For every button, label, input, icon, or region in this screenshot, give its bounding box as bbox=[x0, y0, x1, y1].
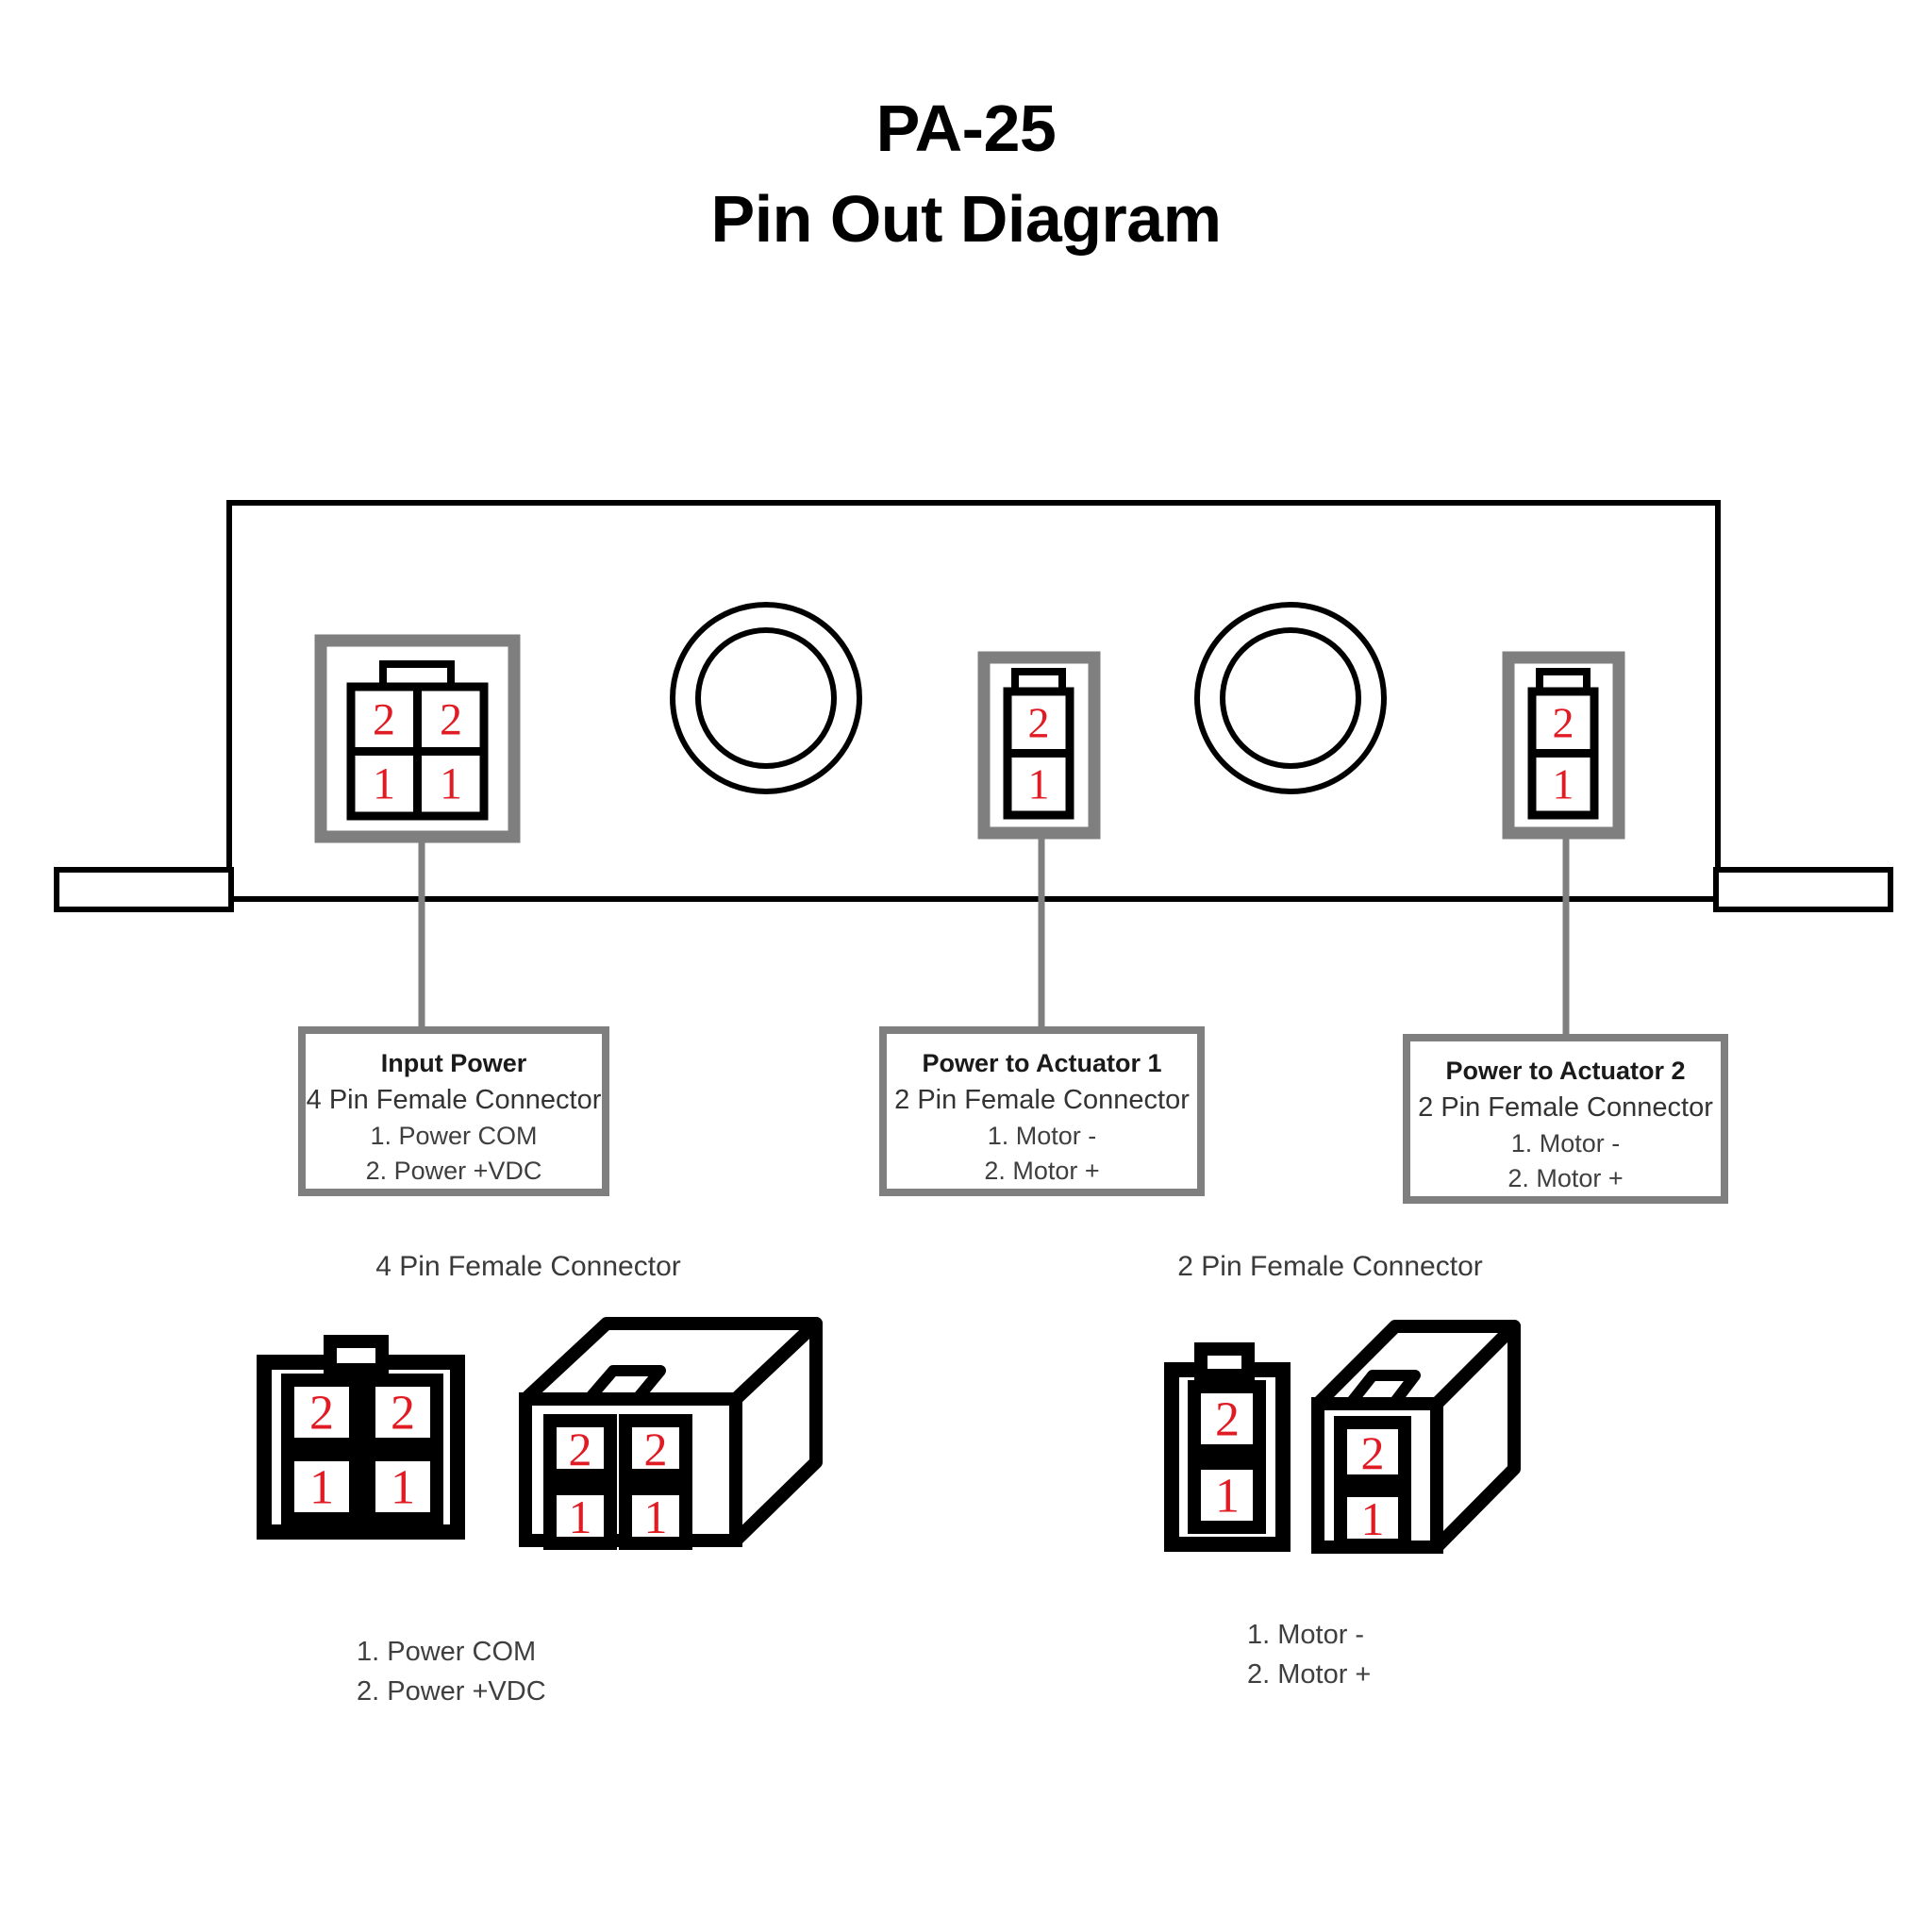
device-port-input-power: 2 2 1 1 bbox=[314, 634, 521, 843]
callout-pin-1: 1. Motor - bbox=[987, 1122, 1097, 1150]
callout-pin-2: 2. Motor + bbox=[1507, 1164, 1624, 1192]
callout-subtitle: 4 Pin Female Connector bbox=[306, 1085, 602, 1115]
two-pin-pinlist-item-2: 2. Motor + bbox=[1247, 1659, 1372, 1690]
four-pin-pinlist: 1. Power COM 2. Power +VDC bbox=[357, 1632, 546, 1711]
pin-number: 2 bbox=[1028, 699, 1050, 747]
callout-subtitle: 2 Pin Female Connector bbox=[894, 1085, 1190, 1115]
round-port-1 bbox=[670, 602, 862, 794]
callout-subtitle: 2 Pin Female Connector bbox=[1418, 1092, 1713, 1123]
two-pin-pinlist-item-1: 1. Motor - bbox=[1247, 1620, 1365, 1650]
four-pin-detail-label: 4 Pin Female Connector bbox=[375, 1251, 681, 1282]
pin-number: 2 bbox=[373, 695, 395, 745]
pin-number: 1 bbox=[1361, 1492, 1385, 1545]
callout-pin-2: 2. Power +VDC bbox=[365, 1157, 542, 1185]
callout-header: Power to Actuator 2 bbox=[1445, 1057, 1686, 1085]
pin-number: 1 bbox=[1215, 1470, 1240, 1524]
pin-number: 2 bbox=[391, 1387, 415, 1441]
pin-number: 1 bbox=[644, 1491, 668, 1543]
pin-number: 2 bbox=[1215, 1393, 1240, 1447]
pin-number: 2 bbox=[1553, 699, 1574, 747]
title-line-2: Pin Out Diagram bbox=[710, 182, 1222, 256]
title-line-1: PA-25 bbox=[875, 92, 1057, 165]
pin-number: 1 bbox=[1553, 760, 1574, 808]
pin-number: 1 bbox=[373, 759, 395, 809]
callout-input-power: Input Power 4 Pin Female Connector 1. Po… bbox=[298, 1026, 609, 1196]
four-pin-iso-view: 2 2 1 1 bbox=[519, 1317, 823, 1550]
pin-number: 2 bbox=[1361, 1426, 1385, 1479]
callout-header: Power to Actuator 1 bbox=[922, 1049, 1162, 1077]
pin-number: 1 bbox=[569, 1491, 592, 1543]
device-port-actuator-1: 2 1 bbox=[977, 651, 1101, 840]
leader-lines bbox=[418, 835, 1570, 1034]
pin-number: 2 bbox=[569, 1423, 592, 1475]
pin-number: 1 bbox=[1028, 760, 1050, 808]
two-pin-detail-label: 2 Pin Female Connector bbox=[1177, 1251, 1483, 1282]
callout-pin-1: 1. Motor - bbox=[1510, 1129, 1621, 1158]
four-pin-pinlist-item-2: 2. Power +VDC bbox=[357, 1676, 546, 1707]
pin-number: 1 bbox=[391, 1461, 415, 1515]
round-port-2 bbox=[1194, 602, 1387, 794]
pin-number: 2 bbox=[440, 695, 462, 745]
two-pin-iso-view: 2 1 bbox=[1311, 1320, 1521, 1554]
page-title: PA-25 Pin Out Diagram bbox=[0, 83, 1932, 264]
two-pin-pinlist: 1. Motor - 2. Motor + bbox=[1247, 1615, 1371, 1694]
four-pin-pinlist-item-1: 1. Power COM bbox=[357, 1637, 537, 1667]
callout-pin-2: 2. Motor + bbox=[984, 1157, 1100, 1185]
pin-number: 2 bbox=[644, 1423, 668, 1475]
callout-pin-1: 1. Power COM bbox=[370, 1122, 538, 1150]
device-port-actuator-2: 2 1 bbox=[1502, 651, 1625, 840]
callout-actuator-1: Power to Actuator 1 2 Pin Female Connect… bbox=[879, 1026, 1205, 1196]
four-pin-front-view: 2 2 1 1 bbox=[257, 1335, 465, 1540]
pin-number: 1 bbox=[440, 759, 462, 809]
callout-header: Input Power bbox=[380, 1049, 527, 1077]
callout-actuator-2: Power to Actuator 2 2 Pin Female Connect… bbox=[1403, 1034, 1728, 1204]
pin-number: 1 bbox=[309, 1461, 334, 1515]
two-pin-front-view: 2 1 bbox=[1164, 1342, 1291, 1552]
device-enclosure bbox=[54, 500, 1893, 912]
pin-number: 2 bbox=[309, 1387, 334, 1441]
